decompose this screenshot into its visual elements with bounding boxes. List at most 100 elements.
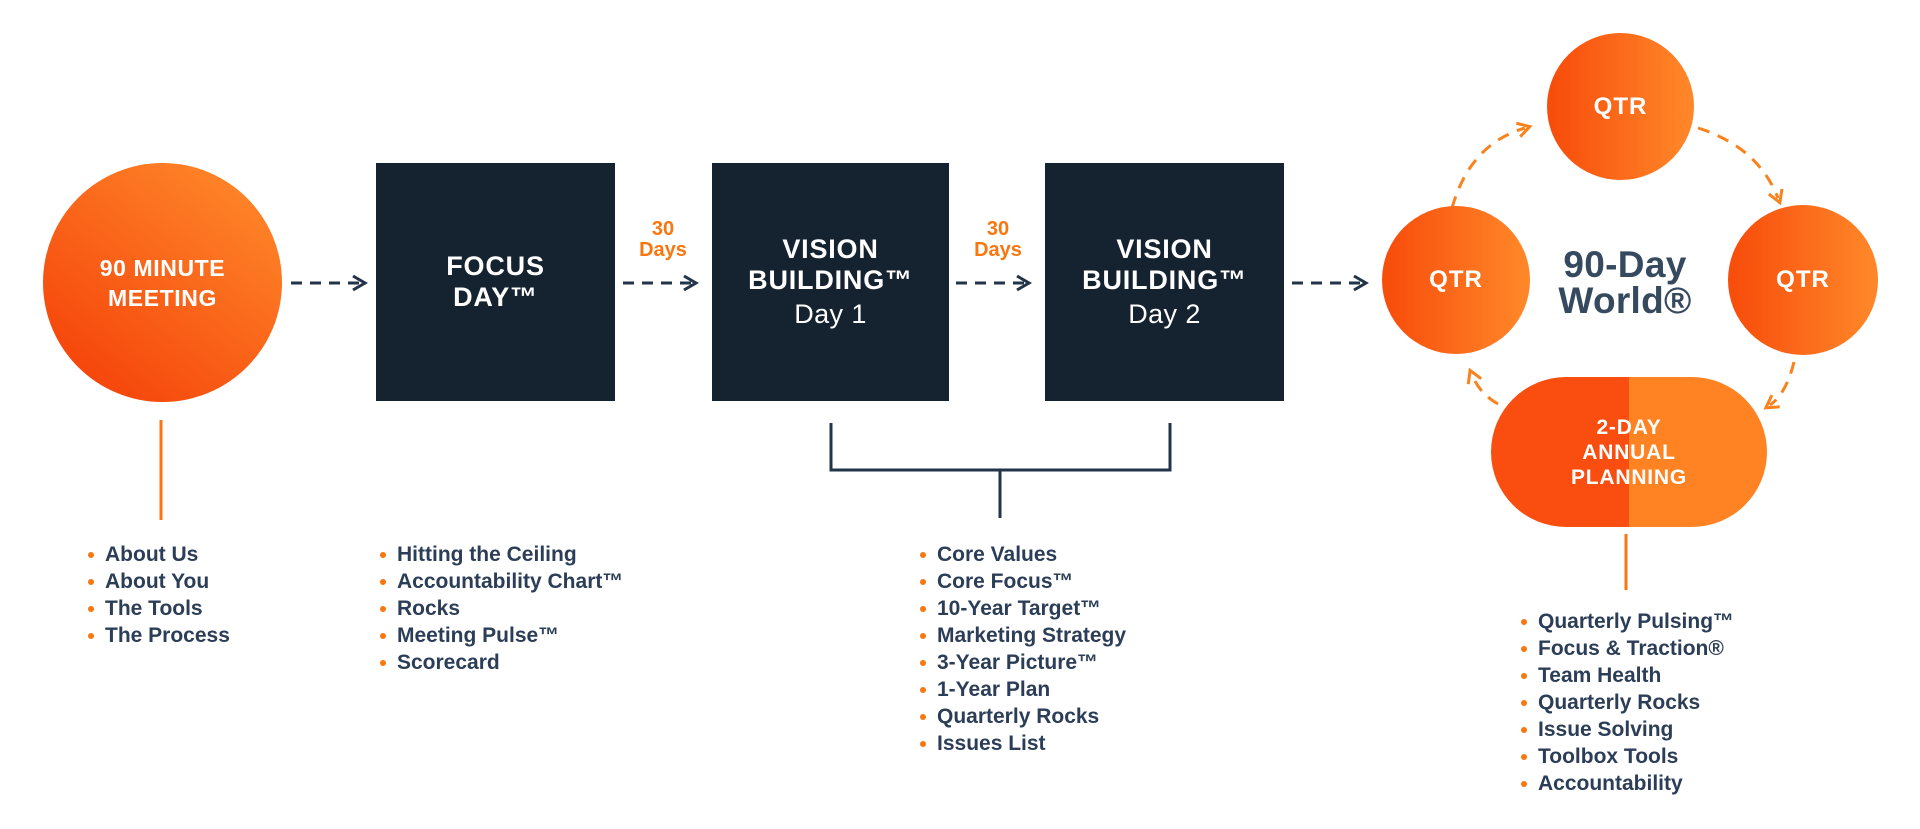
bullet-icon bbox=[920, 552, 926, 558]
list-item: Quarterly Rocks bbox=[1521, 689, 1734, 716]
list-item: Marketing Strategy bbox=[920, 622, 1126, 649]
stage-node-annual-planning: 2-DAY ANNUAL PLANNING bbox=[1491, 377, 1767, 527]
list-item-label: Focus & Traction® bbox=[1538, 637, 1724, 660]
stage-label: FOCUS DAY™ bbox=[446, 251, 545, 312]
stage-label: VISION BUILDING™ bbox=[1082, 234, 1247, 295]
list-item-label: 1-Year Plan bbox=[937, 678, 1051, 701]
list-item: Hitting the Ceiling bbox=[380, 541, 623, 568]
list-item-label: The Process bbox=[105, 624, 230, 647]
list-item: Rocks bbox=[380, 595, 623, 622]
list-item-label: About Us bbox=[105, 543, 199, 566]
list-item-label: The Tools bbox=[105, 597, 203, 620]
list-item-label: Issues List bbox=[937, 732, 1046, 755]
qtr-label: QTR bbox=[1593, 92, 1648, 120]
list-item-label: Team Health bbox=[1538, 664, 1662, 687]
bullet-icon bbox=[1521, 754, 1527, 760]
list-item: Focus & Traction® bbox=[1521, 635, 1734, 662]
list-item-label: Quarterly Rocks bbox=[1538, 691, 1701, 714]
bullet-icon bbox=[920, 633, 926, 639]
bullet-icon bbox=[380, 606, 386, 612]
list-item-label: Quarterly Pulsing™ bbox=[1538, 610, 1735, 633]
bullet-icon bbox=[380, 660, 386, 666]
list-item: About Us bbox=[88, 541, 230, 568]
stage-node-90-minute-meeting: 90 MINUTE MEETING bbox=[43, 163, 282, 402]
list-item-label: Accountability bbox=[1538, 772, 1683, 795]
list-item: Quarterly Pulsing™ bbox=[1521, 608, 1734, 635]
list-item-label: Core Values bbox=[937, 543, 1058, 566]
stage-label: 2-DAY ANNUAL PLANNING bbox=[1570, 415, 1688, 489]
annual-planning-topics-list: Quarterly Pulsing™ Focus & Traction® Team … bbox=[1521, 608, 1734, 797]
list-item: 3-Year Picture™ bbox=[920, 649, 1126, 676]
list-item: The Tools bbox=[88, 595, 230, 622]
bullet-icon bbox=[380, 579, 386, 585]
list-item-label: 3-Year Picture™ bbox=[937, 651, 1099, 674]
bullet-icon bbox=[1521, 619, 1527, 625]
bullet-icon bbox=[88, 633, 94, 639]
interval-label-30-days-1: 30 Days bbox=[639, 218, 687, 261]
qtr-node-top: QTR bbox=[1547, 33, 1694, 180]
list-item-label: Meeting Pulse™ bbox=[397, 624, 560, 647]
stage-sublabel: Day 1 bbox=[794, 299, 867, 329]
list-item-label: Quarterly Rocks bbox=[937, 705, 1100, 728]
bullet-icon bbox=[380, 633, 386, 639]
bullet-icon bbox=[920, 741, 926, 747]
list-item-label: 10-Year Target™ bbox=[937, 597, 1102, 620]
qtr-node-right: QTR bbox=[1728, 205, 1878, 355]
list-item: 1-Year Plan bbox=[920, 676, 1126, 703]
qtr-node-left: QTR bbox=[1382, 206, 1530, 354]
bullet-icon bbox=[1521, 727, 1527, 733]
list-item-label: Issue Solving bbox=[1538, 718, 1674, 741]
arc-right-to-annual bbox=[1763, 361, 1796, 410]
stage-node-vision-building-day1: VISION BUILDING™ Day 1 bbox=[712, 163, 949, 401]
list-item: Scorecard bbox=[380, 649, 623, 676]
list-item: Toolbox Tools bbox=[1521, 743, 1734, 770]
bullet-icon bbox=[1521, 673, 1527, 679]
cycle-center-label: 90-Day World® bbox=[1558, 244, 1692, 321]
list-item: Accountability Chart™ bbox=[380, 568, 623, 595]
list-item: Quarterly Rocks bbox=[920, 703, 1126, 730]
vision-bracket-line bbox=[829, 423, 1172, 518]
bullet-icon bbox=[1521, 700, 1527, 706]
qtr-label: QTR bbox=[1429, 266, 1483, 293]
list-item: Core Values bbox=[920, 541, 1126, 568]
arc-left-to-top bbox=[1450, 121, 1533, 209]
stage-node-vision-building-day2: VISION BUILDING™ Day 2 bbox=[1045, 163, 1284, 401]
list-item: Issues List bbox=[920, 730, 1126, 757]
bullet-icon bbox=[920, 660, 926, 666]
list-item-label: Toolbox Tools bbox=[1538, 745, 1679, 768]
list-item-label: Core Focus™ bbox=[937, 570, 1074, 593]
list-item-label: Scorecard bbox=[397, 651, 500, 674]
list-item: Core Focus™ bbox=[920, 568, 1126, 595]
list-item: Issue Solving bbox=[1521, 716, 1734, 743]
bullet-icon bbox=[920, 714, 926, 720]
bullet-icon bbox=[920, 687, 926, 693]
list-item-label: Rocks bbox=[397, 597, 461, 620]
stage-label: 90 MINUTE MEETING bbox=[99, 254, 226, 311]
list-item: About You bbox=[88, 568, 230, 595]
list-item-label: Hitting the Ceiling bbox=[397, 543, 577, 566]
interval-label-30-days-2: 30 Days bbox=[974, 218, 1022, 261]
stage-node-focus-day: FOCUS DAY™ bbox=[376, 163, 615, 401]
list-item: Accountability bbox=[1521, 770, 1734, 797]
bullet-icon bbox=[380, 552, 386, 558]
bullet-icon bbox=[920, 579, 926, 585]
bullet-icon bbox=[1521, 646, 1527, 652]
stage-label: VISION BUILDING™ bbox=[748, 234, 913, 295]
list-item: The Process bbox=[88, 622, 230, 649]
bullet-icon bbox=[88, 579, 94, 585]
bullet-icon bbox=[88, 552, 94, 558]
stage-sublabel: Day 2 bbox=[1128, 299, 1201, 329]
list-item: 10-Year Target™ bbox=[920, 595, 1126, 622]
qtr-label: QTR bbox=[1776, 266, 1830, 293]
bullet-icon bbox=[920, 606, 926, 612]
bullet-icon bbox=[1521, 781, 1527, 787]
list-item-label: Accountability Chart™ bbox=[397, 570, 624, 593]
arc-annual-to-left bbox=[1466, 367, 1499, 406]
list-item: Meeting Pulse™ bbox=[380, 622, 623, 649]
list-item-label: About You bbox=[105, 570, 210, 593]
list-item: Team Health bbox=[1521, 662, 1734, 689]
